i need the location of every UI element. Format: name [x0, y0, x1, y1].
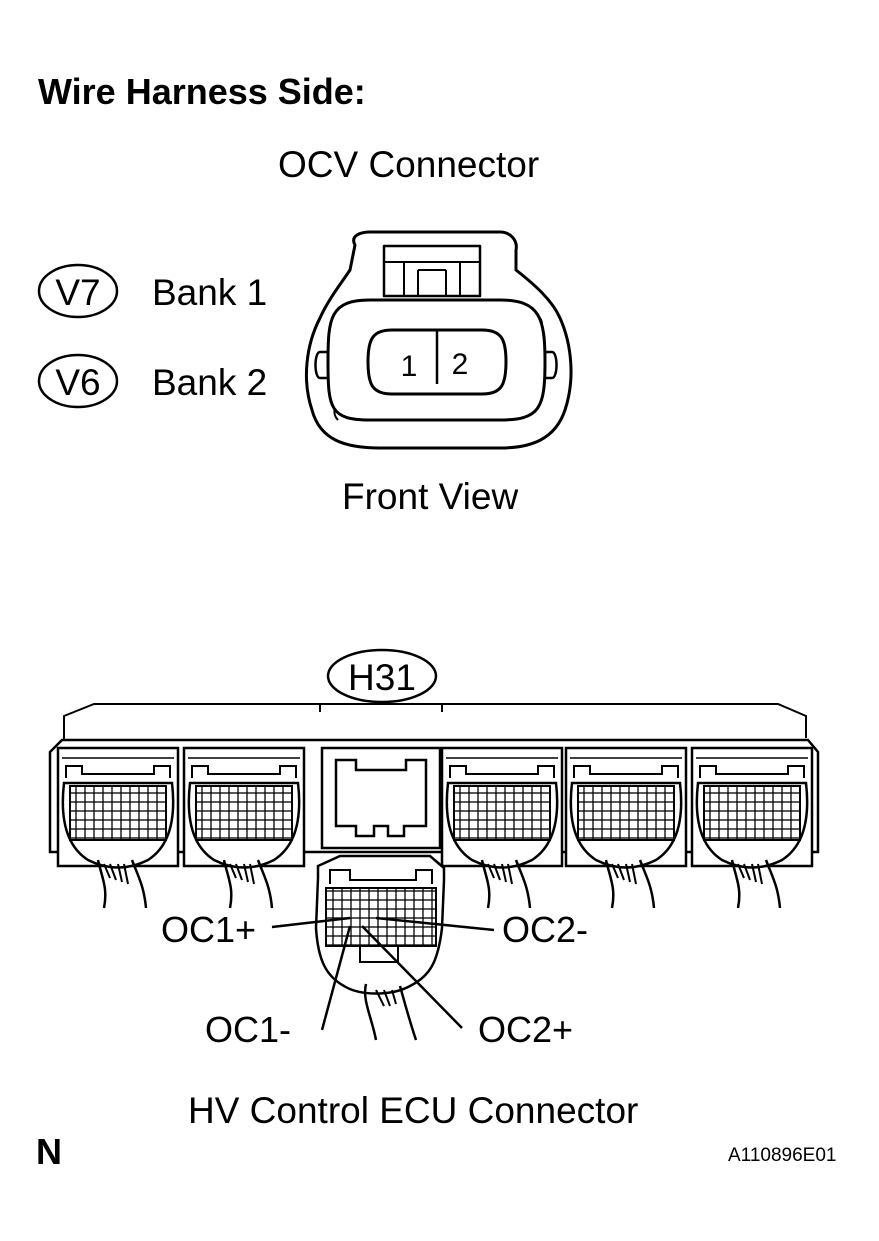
page-heading: Wire Harness Side:: [38, 71, 366, 112]
oc1-plus-label: OC1+: [161, 909, 257, 950]
corner-mark: N: [36, 1131, 62, 1172]
ecu-connector-title: HV Control ECU Connector: [188, 1090, 639, 1131]
bank-1-code-badge: V7: [37, 263, 119, 319]
ecu-connector-code-badge: H31: [326, 648, 438, 704]
bank-2-code: V6: [55, 362, 100, 403]
oc2-plus-label: OC2+: [478, 1009, 574, 1050]
ocv-connector-drawing: [304, 230, 573, 450]
bank-1-code: V7: [55, 272, 100, 313]
bank-2-code-badge: V6: [37, 353, 119, 409]
bank-1-label: Bank 1: [152, 272, 268, 313]
oc2-minus-label: OC2-: [502, 909, 589, 950]
ecu-connector-code: H31: [348, 657, 416, 698]
ocv-connector-title: OCV Connector: [278, 144, 540, 185]
bank-2-label: Bank 2: [152, 362, 268, 403]
connector-bracket: [63, 703, 807, 740]
oc1-minus-label: OC1-: [205, 1009, 292, 1050]
ocv-pin-1: 1: [401, 350, 418, 383]
figure-id: A110896E01: [728, 1145, 837, 1166]
front-view-label: Front View: [342, 476, 519, 517]
ocv-pin-2: 2: [452, 348, 469, 381]
ecu-connector-drawing: [48, 738, 820, 1041]
terminal-leader-lines: [271, 916, 495, 1031]
